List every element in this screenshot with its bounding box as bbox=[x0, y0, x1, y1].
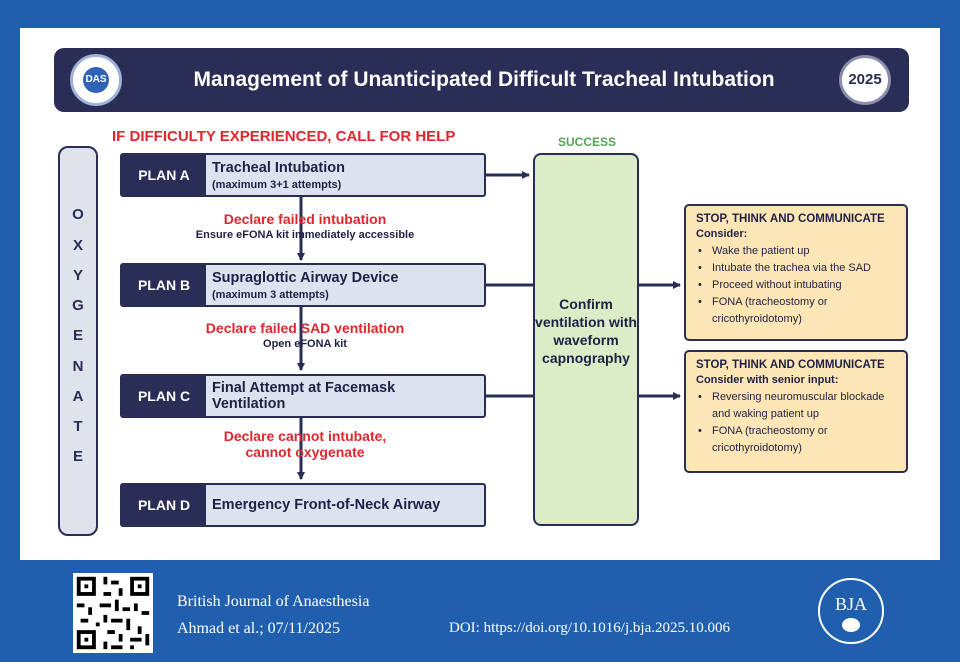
list-item: Wake the patient up bbox=[696, 243, 898, 260]
success-label: SUCCESS bbox=[557, 135, 616, 149]
transition-3-red: Declare cannot intubate, cannot oxygenat… bbox=[223, 428, 387, 460]
transition-2-black: Open eFONA kit bbox=[263, 338, 347, 350]
plan-b-label: PLAN B bbox=[122, 265, 206, 305]
plan-b-subtitle: (maximum 3 attempts) bbox=[212, 289, 329, 301]
list-item: Proceed without intubating bbox=[696, 277, 898, 294]
das-logo-icon: DAS bbox=[70, 54, 122, 106]
bja-logo-text: BJA bbox=[834, 594, 867, 614]
plan-b-title: Supraglottic Airway Device bbox=[212, 270, 399, 286]
plan-b-row: PLAN B Supraglottic Airway Device (maxim… bbox=[120, 263, 486, 307]
doi-link[interactable]: DOI: https://doi.org/10.1016/j.bja.2025.… bbox=[449, 620, 730, 636]
plan-c-label: PLAN C bbox=[122, 376, 206, 416]
plan-c-title: Final Attempt at Facemask Ventilation bbox=[212, 380, 396, 412]
stop-think-box-2: STOP, THINK AND COMMUNICATE Consider wit… bbox=[684, 350, 908, 473]
oxygenate-letter: N bbox=[72, 358, 84, 375]
list-item: FONA (tracheostomy or cricothyroidotomy) bbox=[696, 423, 898, 457]
stop-box-2-title: STOP, THINK AND COMMUNICATE bbox=[696, 359, 885, 371]
plan-a-row: PLAN A Tracheal Intubation (maximum 3+1 … bbox=[120, 153, 486, 197]
stop-box-1-consider: Consider: bbox=[696, 228, 748, 240]
stop-box-2-list: Reversing neuromuscular blockade and wak… bbox=[696, 389, 898, 457]
call-for-help-text: IF DIFFICULTY EXPERIENCED, CALL FOR HELP bbox=[112, 128, 456, 145]
title-banner: DAS Management of Unanticipated Difficul… bbox=[54, 48, 909, 112]
infographic-panel: DAS Management of Unanticipated Difficul… bbox=[20, 28, 940, 560]
transition-1-red: Declare failed intubation bbox=[223, 211, 387, 227]
list-item: Intubate the trachea via the SAD bbox=[696, 260, 898, 277]
oxygenate-letter: Y bbox=[72, 267, 83, 284]
plan-d-row: PLAN D Emergency Front-of-Neck Airway bbox=[120, 483, 486, 527]
das-logo-text: DAS bbox=[83, 67, 109, 93]
transition-2-red: Declare failed SAD ventilation bbox=[205, 320, 405, 336]
stop-box-1-list: Wake the patient up Intubate the trachea… bbox=[696, 243, 898, 328]
oxygenate-letter: E bbox=[72, 327, 83, 344]
plan-a-subtitle: (maximum 3+1 attempts) bbox=[212, 179, 342, 191]
citation-text: Ahmad et al.; 07/11/2025 bbox=[177, 620, 340, 637]
plan-c-row: PLAN C Final Attempt at Facemask Ventila… bbox=[120, 374, 486, 418]
plan-a-title: Tracheal Intubation bbox=[212, 160, 345, 176]
oxygenate-letter: T bbox=[73, 418, 83, 435]
confirm-ventilation-text: Confirm ventilation with waveform capnog… bbox=[535, 296, 637, 366]
stop-think-box-1: STOP, THINK AND COMMUNICATE Consider: Wa… bbox=[684, 204, 908, 341]
year-badge: 2025 bbox=[839, 55, 891, 105]
oxygenate-letter: E bbox=[72, 448, 83, 465]
qr-code-icon[interactable] bbox=[73, 573, 153, 653]
bja-logo-icon: BJA bbox=[818, 578, 884, 644]
plan-d-title: Emergency Front-of-Neck Airway bbox=[212, 497, 441, 513]
confirm-ventilation-box: Confirm ventilation with waveform capnog… bbox=[533, 153, 639, 526]
list-item: FONA (tracheostomy or cricothyroidotomy) bbox=[696, 294, 898, 328]
plan-d-label: PLAN D bbox=[122, 485, 206, 525]
stop-box-1-title: STOP, THINK AND COMMUNICATE bbox=[696, 213, 885, 225]
oxygenate-letter: G bbox=[72, 297, 84, 314]
page-title: Management of Unanticipated Difficult Tr… bbox=[193, 68, 775, 91]
list-item: Reversing neuromuscular blockade and wak… bbox=[696, 389, 898, 423]
journal-name: British Journal of Anaesthesia bbox=[177, 593, 370, 610]
plan-a-label: PLAN A bbox=[122, 155, 206, 195]
oxygenate-bar: O X Y G E N A T E bbox=[58, 146, 98, 536]
citation-footer: British Journal of Anaesthesia Ahmad et … bbox=[0, 560, 960, 662]
stop-box-2-consider: Consider with senior input: bbox=[696, 374, 839, 386]
transition-1-black: Ensure eFONA kit immediately accessible bbox=[195, 229, 415, 241]
oxygenate-letter: O bbox=[72, 206, 84, 223]
globe-icon bbox=[842, 618, 860, 632]
oxygenate-letter: A bbox=[72, 388, 84, 405]
oxygenate-letter: X bbox=[72, 237, 83, 254]
